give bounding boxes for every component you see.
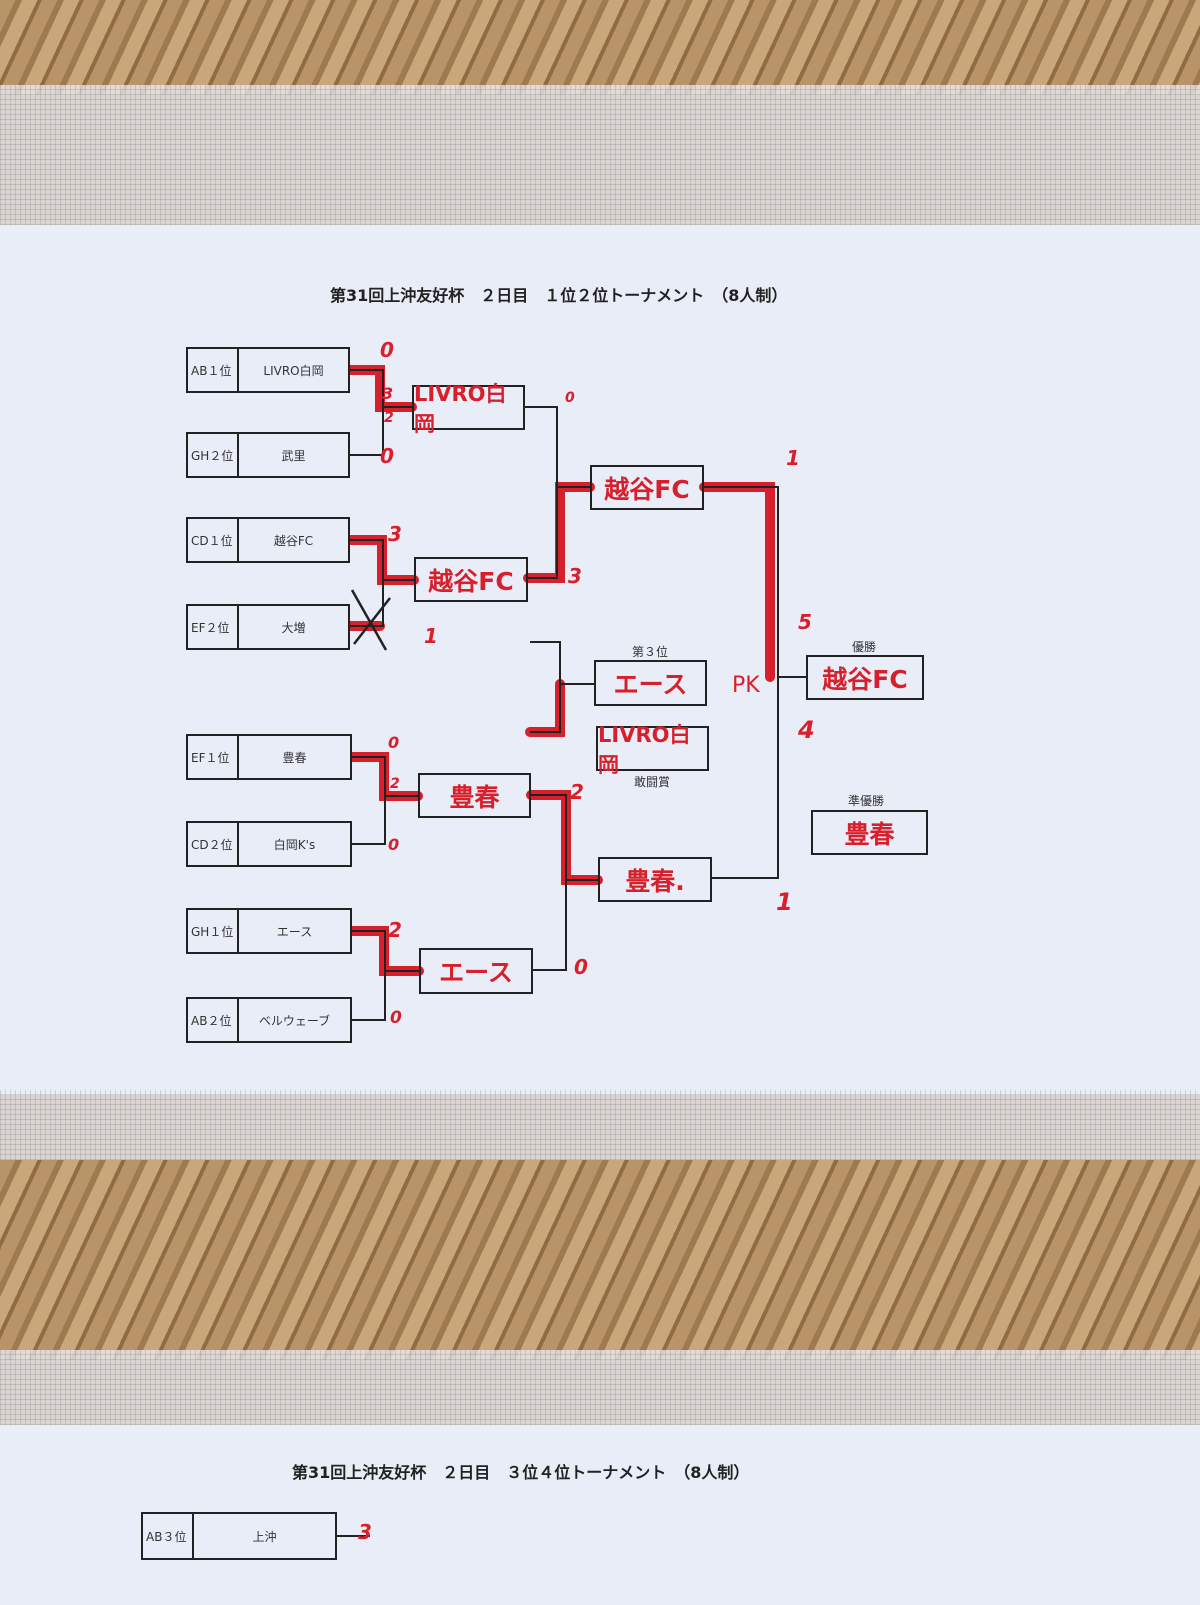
entry-box: AB１位 LIVRO白岡 [186, 347, 350, 393]
score: 3 [388, 522, 402, 546]
team-name: 大増 [281, 620, 306, 635]
entry-box: GH２位 武里 [186, 432, 350, 478]
third-place-team: エース [594, 660, 707, 706]
score: 3 [568, 564, 582, 588]
score: 5 [798, 610, 812, 634]
entry-box: AB３位 上沖 [141, 1512, 337, 1560]
seed-label: CD１位 [188, 519, 239, 561]
score: 2 [388, 918, 402, 942]
sheet1-title: 第31回上沖友好杯 ２日目 １位２位トーナメント （8人制） [330, 286, 788, 305]
score: 2 [570, 780, 584, 804]
entry-box: CD１位 越谷FC [186, 517, 350, 563]
semifinal-winner: 越谷FC [590, 465, 704, 510]
seed-label: AB２位 [188, 999, 239, 1041]
seed-label: CD２位 [188, 823, 239, 865]
score: 0 [574, 955, 588, 979]
score: 3 [382, 384, 394, 403]
score: 0 [390, 1008, 402, 1028]
entry-box: CD２位 白岡K's [186, 821, 352, 867]
cross-out-mark [350, 589, 391, 651]
entry-box: EF２位 大増 [186, 604, 350, 650]
score: 2 [390, 776, 400, 792]
score: 1 [424, 624, 438, 648]
fighting-spirit-label: 敢闘賞 [634, 775, 671, 789]
round1-winner: 越谷FC [414, 557, 528, 602]
sheet2-title: 第31回上沖友好杯 ２日目 ３位４位トーナメント （8人制） [292, 1463, 750, 1482]
mesh-tape [0, 1350, 1200, 1430]
score: 0 [380, 444, 394, 468]
team-name: ベルウェーブ [258, 1013, 331, 1028]
entry-box: AB２位 ベルウェーブ [186, 997, 352, 1043]
round1-winner: エース [419, 948, 533, 994]
team-name: 豊春 [282, 750, 307, 765]
round1-winner: 豊春 [418, 773, 531, 818]
team-name: 白岡K's [273, 837, 316, 852]
seed-label: GH１位 [188, 910, 239, 952]
entry-box: GH１位 エース [186, 908, 352, 954]
seed-label: AB１位 [188, 349, 239, 391]
runner-up-team: 豊春 [811, 810, 928, 855]
semifinal-winner: 豊春. [598, 857, 712, 902]
team-name: 上沖 [252, 1529, 277, 1544]
team-name: LIVRO白岡 [263, 363, 324, 378]
round1-winner: LIVRO白岡 [412, 382, 525, 436]
team-name: エース [276, 924, 313, 939]
score: 0 [388, 733, 400, 752]
score: 0 [380, 338, 394, 362]
champion-label: 優勝 [852, 640, 877, 654]
score: 0 [388, 835, 400, 854]
score: 2 [384, 410, 394, 426]
seed-label: EF２位 [188, 606, 239, 648]
team-name: 武里 [281, 448, 306, 463]
mesh-tape [0, 85, 1200, 225]
score: 4 [798, 716, 815, 744]
score: 0 [565, 390, 575, 406]
champion-team: 越谷FC [806, 655, 924, 700]
mesh-tape [0, 1090, 1200, 1165]
seed-label: GH２位 [188, 434, 239, 476]
fighting-spirit-team: LIVRO白岡 [596, 723, 709, 777]
third-place-label: 第３位 [632, 645, 669, 659]
team-name: 越谷FC [273, 533, 314, 548]
wood-board [0, 1160, 1200, 1360]
entry-box: EF１位 豊春 [186, 734, 352, 780]
score: 3 [358, 1520, 372, 1544]
score: 1 [786, 446, 800, 470]
seed-label: AB３位 [143, 1514, 194, 1558]
seed-label: EF１位 [188, 736, 239, 778]
wood-board [0, 0, 1200, 95]
runner-up-label: 準優勝 [848, 794, 885, 808]
pk-label: PK [732, 673, 760, 698]
score: 1 [776, 888, 793, 916]
